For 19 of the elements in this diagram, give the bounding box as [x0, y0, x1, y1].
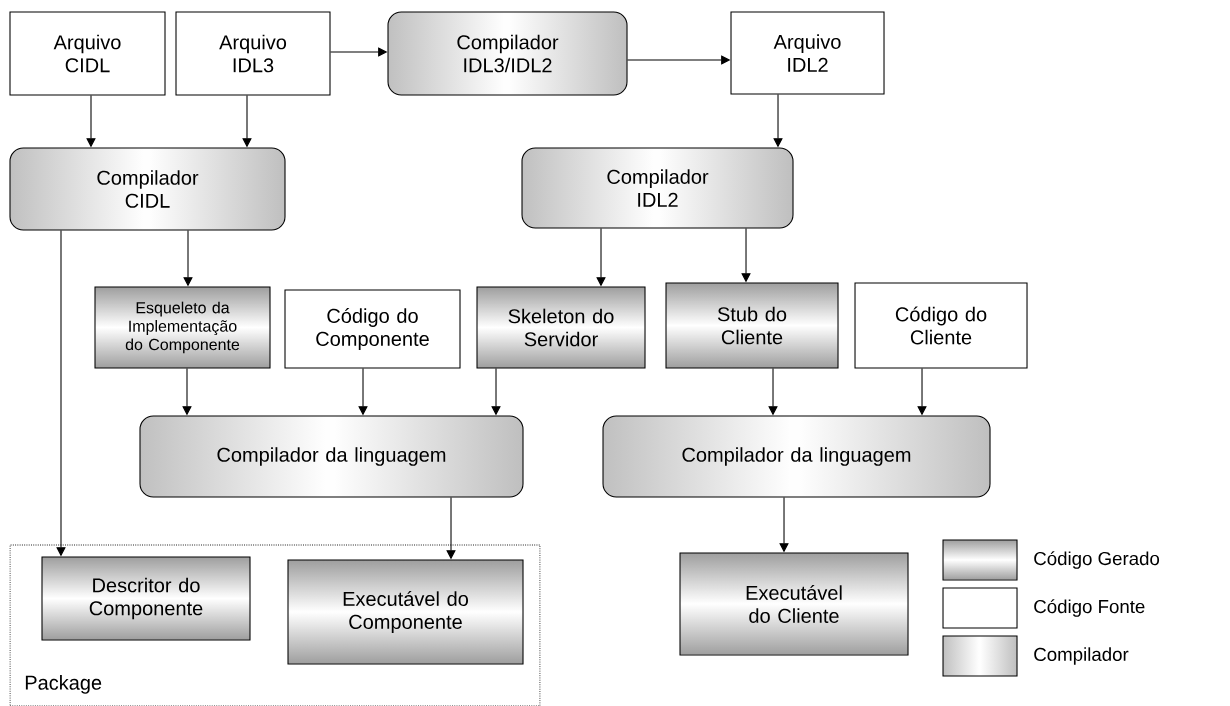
- generated-code-box: Stub do Cliente: [665, 282, 839, 369]
- source-file-box: Arquivo IDL3: [175, 11, 331, 96]
- compiler-box: Compilador IDL2: [521, 147, 794, 229]
- legend-label: Código Fonte: [1034, 599, 1145, 617]
- compiler-box: Compilador CIDL: [9, 147, 286, 231]
- generated-code-box: Skeleton do Servidor: [476, 286, 646, 369]
- compiler-box: Compilador da linguagem: [139, 415, 524, 498]
- source-file-box: Código do Cliente: [854, 282, 1028, 369]
- source-file-box: Arquivo CIDL: [9, 11, 166, 96]
- generated-code-box: Executável do Cliente: [679, 552, 909, 656]
- compiler-box: Compilador da linguagem: [602, 415, 991, 498]
- legend-label: Compilador: [1034, 647, 1129, 665]
- generated-code-box: Esqueleto da Implementação do Componente: [94, 286, 271, 369]
- generated-code-box: Descritor do Componente: [41, 556, 251, 641]
- compiler-box: Compilador IDL3/IDL2: [387, 11, 628, 96]
- legend-label: Código Gerado: [1034, 551, 1160, 569]
- source-file-box: Arquivo IDL2: [730, 11, 885, 95]
- generated-code-box: Executável do Componente: [287, 559, 524, 665]
- source-file-box: Código do Componente: [284, 289, 461, 369]
